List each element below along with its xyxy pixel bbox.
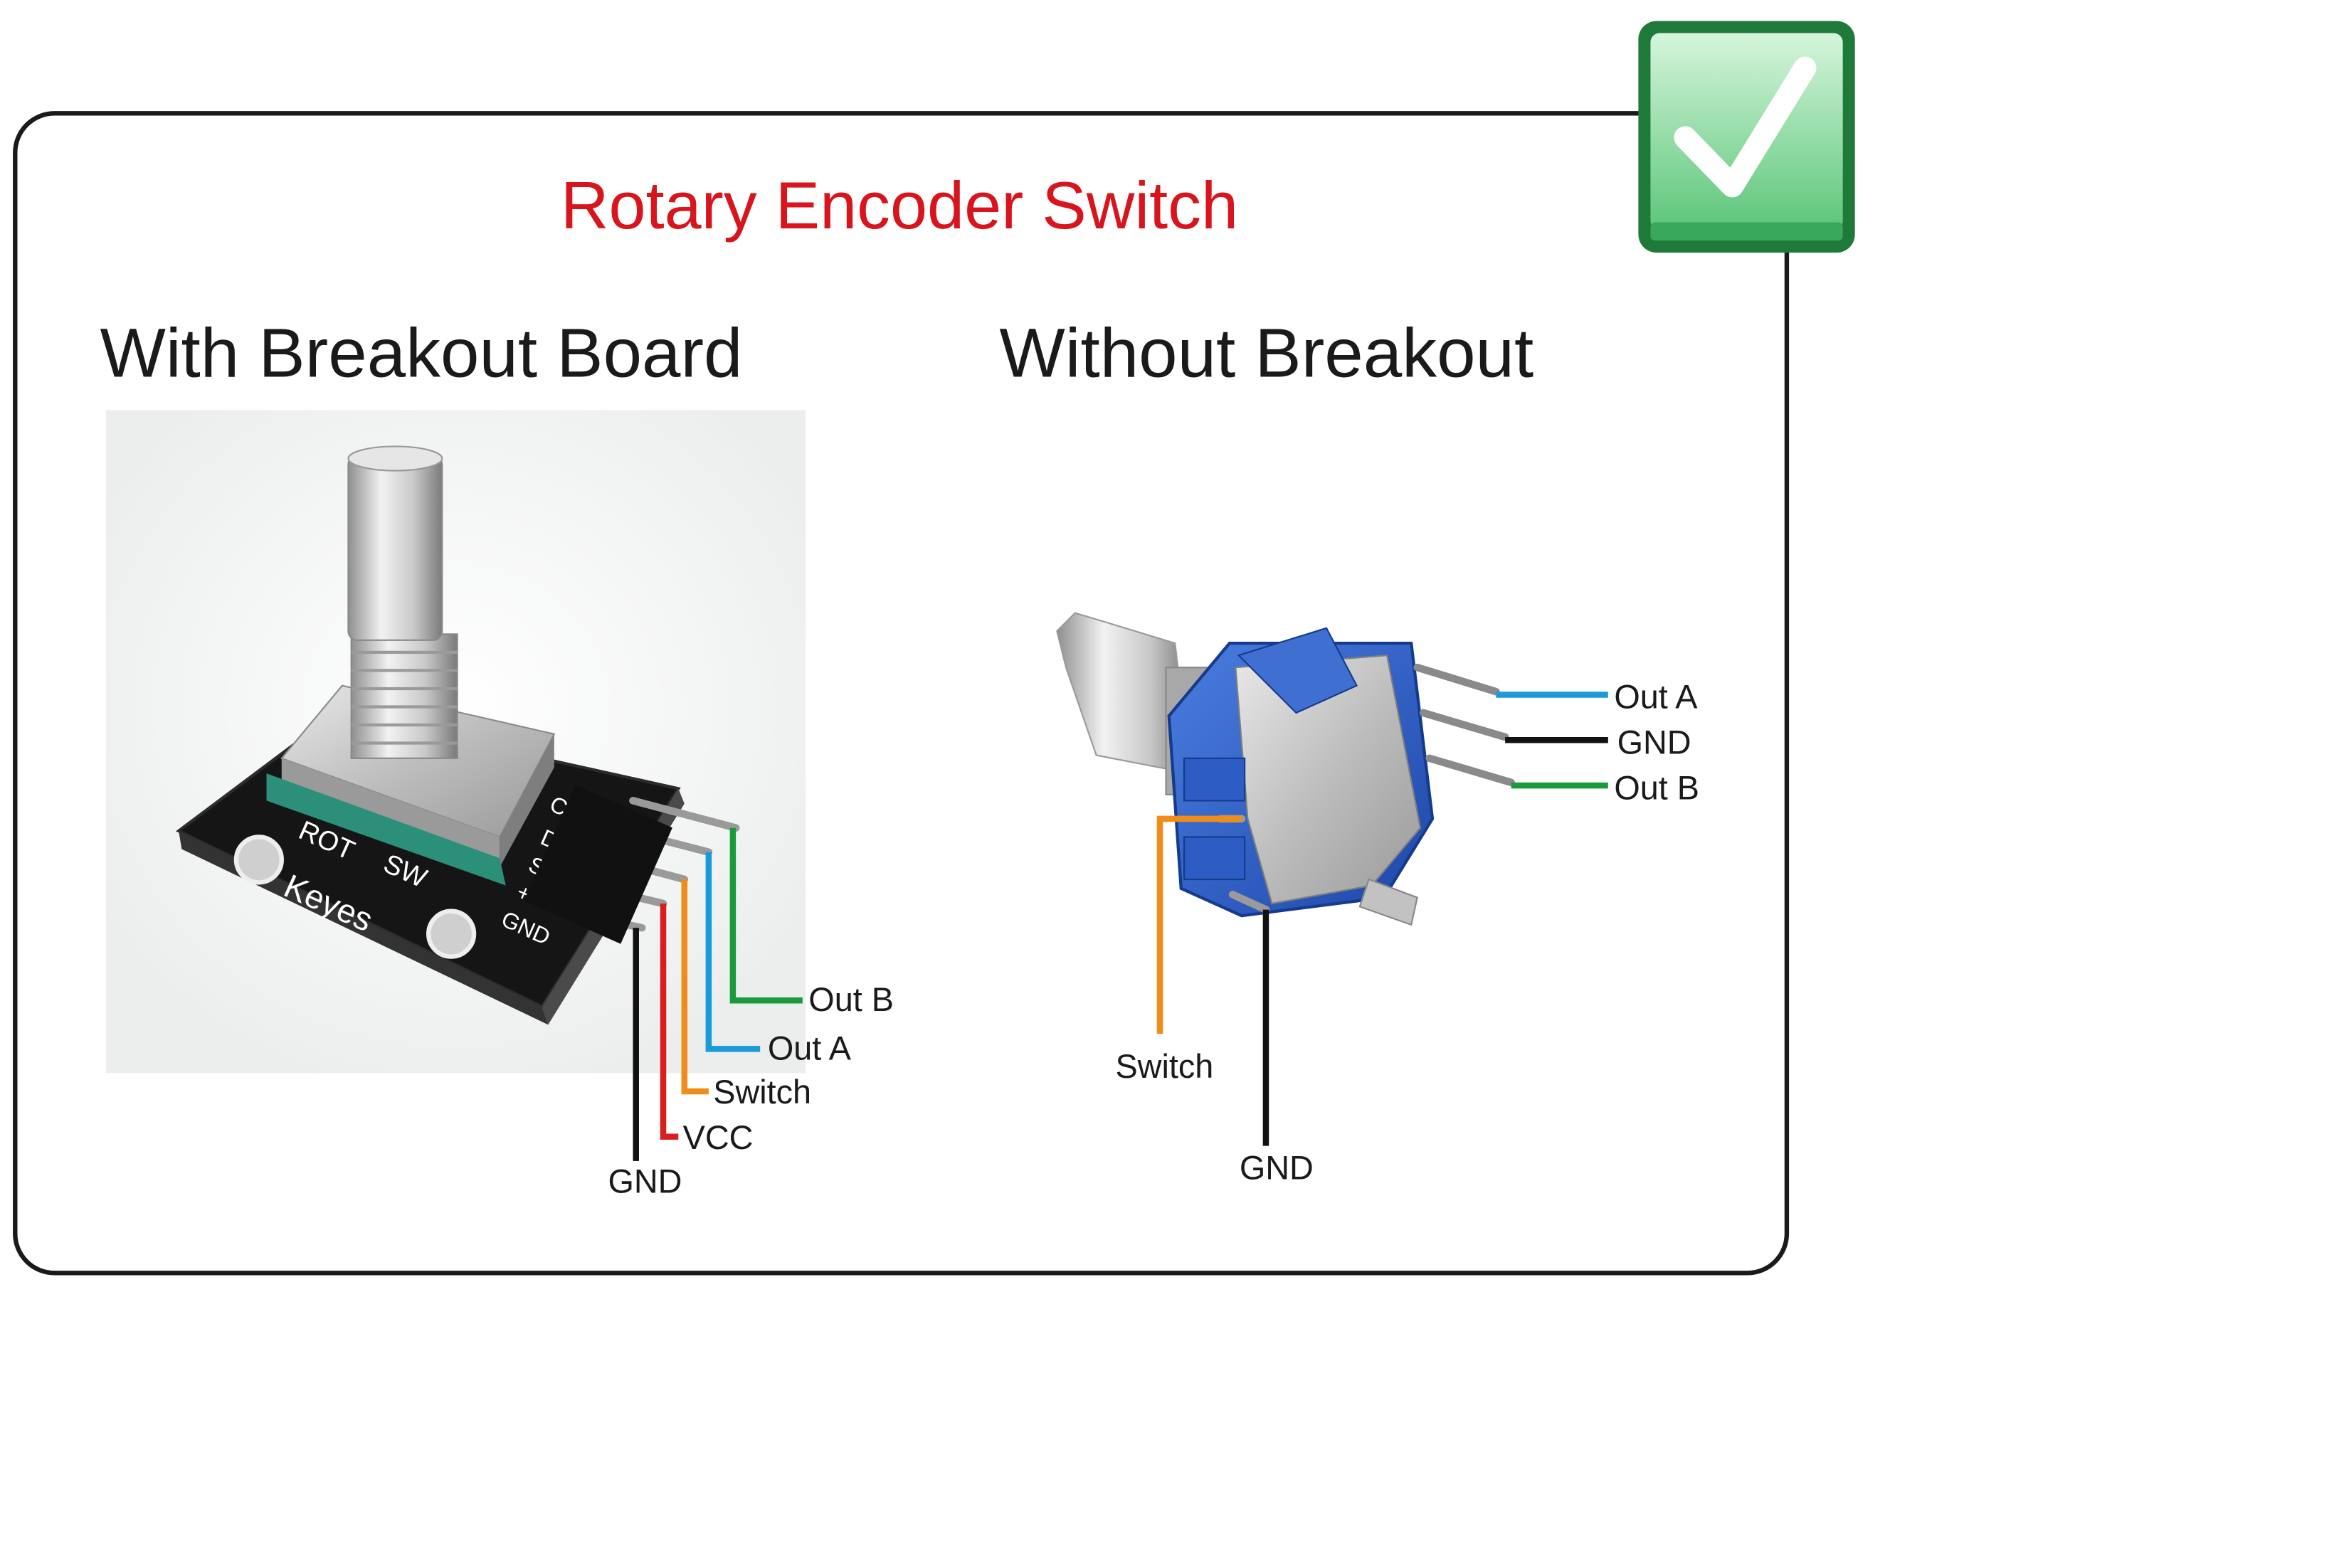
- checkmark-icon: [1638, 21, 1855, 253]
- bare-label-out-a: Out A: [1614, 679, 1698, 716]
- label-out-a: Out A: [768, 1029, 852, 1066]
- label-vcc: VCC: [683, 1119, 754, 1156]
- wire-switch: [681, 879, 709, 1095]
- label-gnd: GND: [608, 1163, 682, 1200]
- wire-out-a: [705, 852, 761, 1052]
- encoder-bushing: [350, 633, 458, 759]
- encoder-with-breakout-illustration: Keyes ROT SW CLK DT SW + GND: [105, 410, 894, 1200]
- bare-label-switch: Switch: [1115, 1048, 1213, 1085]
- label-out-b: Out B: [808, 981, 894, 1018]
- label-switch: Switch: [713, 1074, 811, 1111]
- bare-encoder-pins: [1413, 663, 1515, 787]
- bare-wire-switch: [1156, 815, 1242, 1034]
- heading-with-breakout: With Breakout Board: [100, 314, 742, 392]
- wire-vcc: [660, 904, 679, 1140]
- mount-hole: [233, 835, 284, 885]
- encoder-without-breakout-illustration: Out A GND Out B Switch GND: [1056, 612, 1699, 1186]
- mount-hole: [426, 909, 477, 959]
- wires-with-breakout: [633, 827, 803, 1161]
- diagram-title: Rotary Encoder Switch: [561, 168, 1238, 243]
- bare-label-out-b: Out B: [1614, 769, 1699, 806]
- encoder-shaft: [347, 455, 443, 641]
- bare-label-gnd-bottom: GND: [1240, 1149, 1314, 1186]
- wires-without-breakout: [1156, 692, 1608, 1146]
- heading-without-breakout: Without Breakout: [999, 314, 1533, 392]
- wire-out-b: [729, 827, 803, 1004]
- bare-label-gnd-right: GND: [1617, 724, 1691, 761]
